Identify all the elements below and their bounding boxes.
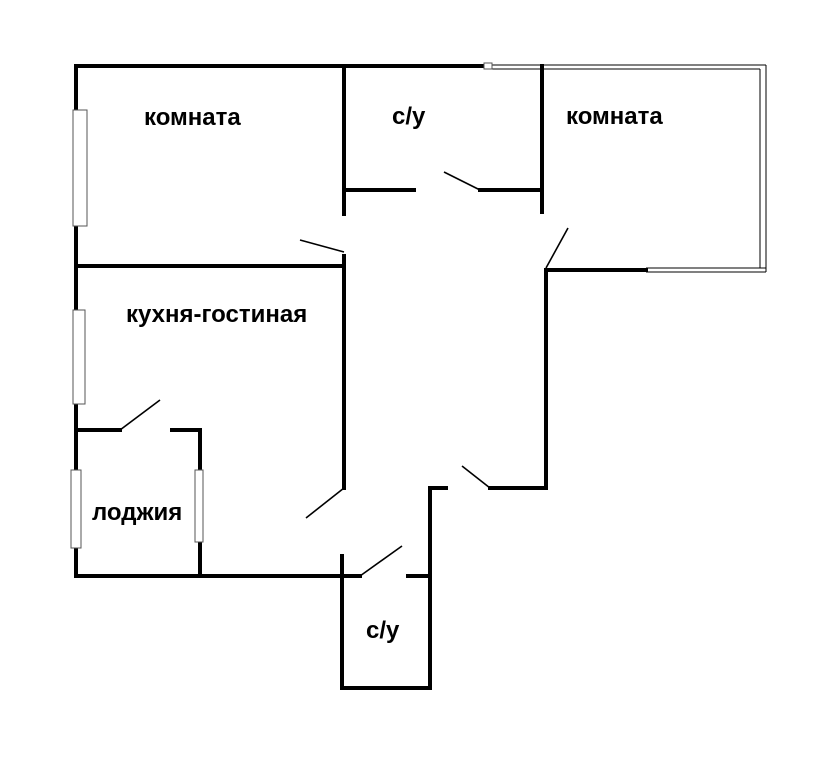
windows (70, 62, 493, 549)
label-bathroom-bottom: с/у (366, 617, 400, 644)
label-loggia: лоджия (92, 499, 182, 526)
window-room1 (72, 109, 88, 227)
door-loggia (119, 399, 161, 431)
door-room1 (299, 239, 345, 253)
window-loggia-left (70, 469, 82, 549)
door-room2 (545, 227, 569, 269)
walls (74, 64, 767, 690)
window-loggia-right (194, 469, 204, 543)
labels: комната с/у комната кухня-гостиная лоджи… (92, 103, 663, 644)
door-corridor-right (461, 465, 491, 489)
label-bathroom-top: с/у (392, 103, 426, 130)
door-kitchen (305, 487, 345, 519)
label-kitchen-living: кухня-гостиная (126, 301, 307, 328)
label-room-top-left: комната (144, 104, 241, 131)
door-bath-top (443, 171, 481, 191)
window-kitchen (72, 309, 86, 405)
doors (119, 171, 569, 577)
label-room-top-right: комната (566, 103, 663, 130)
door-bath2 (359, 545, 403, 577)
window-top-gap (483, 62, 493, 70)
